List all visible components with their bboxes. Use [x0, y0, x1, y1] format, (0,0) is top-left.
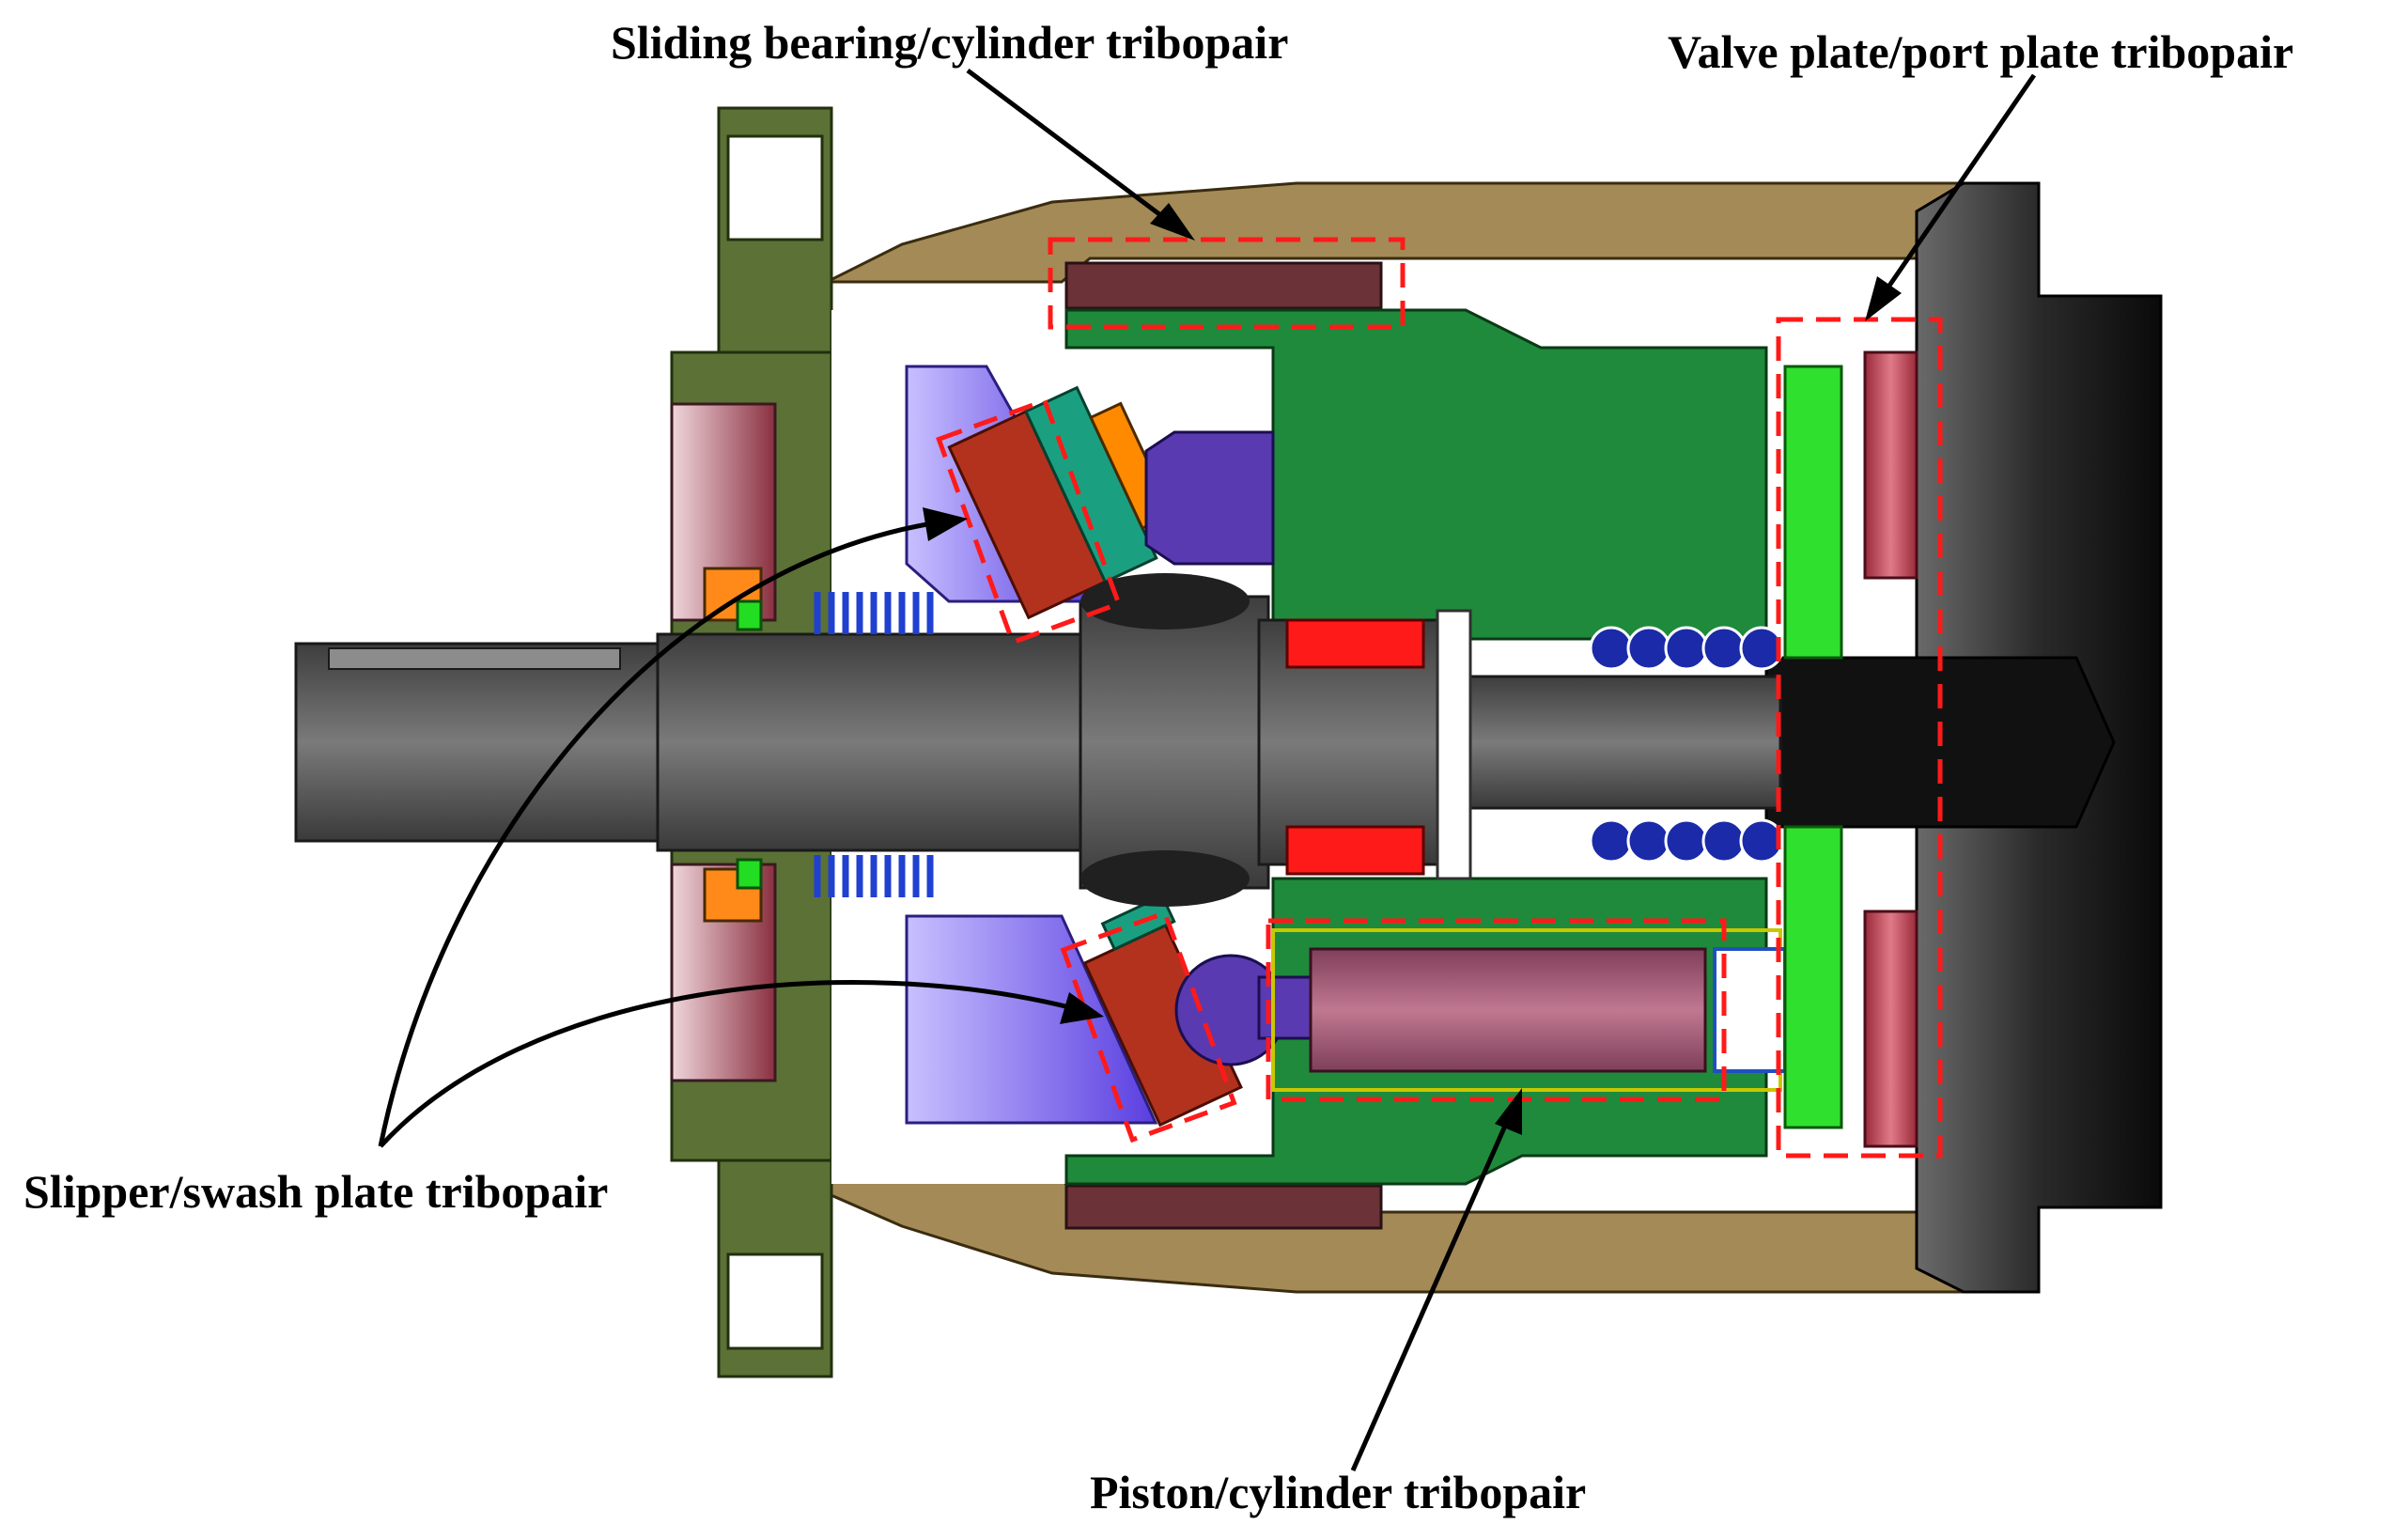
arrow-sliding-bearing — [966, 69, 1176, 227]
spherical-bushing-lower — [1080, 850, 1250, 907]
key-upper — [1285, 618, 1425, 669]
port-plate-upper — [1863, 350, 1918, 580]
valve-plate-lower — [1783, 825, 1843, 1129]
spring-seat-lower — [736, 858, 763, 890]
arrow-slipper-swash-upper — [378, 519, 945, 1147]
arrow-piston-cylinder — [1350, 1107, 1515, 1472]
arrow-valve-plate — [1876, 73, 2037, 303]
housing-upper-shell — [826, 181, 1965, 284]
arrow-sliding-bearing-head — [1150, 203, 1195, 241]
spring-upper — [814, 592, 934, 634]
shaft-rear — [1440, 675, 1782, 810]
flange-lower-hole — [726, 1252, 824, 1350]
label-sliding-bearing-tribopair: Sliding bearing/cylinder tribopair — [611, 16, 1288, 69]
shaft-input-end — [294, 642, 669, 843]
swash-plate-lower — [905, 914, 1158, 1125]
key-lower — [1285, 825, 1425, 876]
sliding-bearing-lower — [1064, 1184, 1383, 1230]
arrow-slipper-swash-lower — [379, 980, 1081, 1148]
arrow-valve-plate-head — [1865, 276, 1902, 321]
arrow-slipper-swash-lower-head — [1060, 992, 1104, 1024]
label-piston-cylinder-tribopair: Piston/cylinder tribopair — [1090, 1466, 1586, 1518]
piston-lower-body — [1309, 947, 1707, 1073]
valve-plate-tribopair-box — [1776, 317, 1943, 1159]
slipper-swash-tribopair-box-lower — [1060, 910, 1237, 1143]
shaft-collar — [1079, 595, 1270, 890]
seal-ring-lower — [703, 867, 763, 923]
spring-lower — [814, 855, 934, 897]
arrow-slipper-swash-upper-head — [923, 507, 968, 541]
piston-cylinder-tribopair-box — [1266, 918, 1727, 1102]
piston-upper-neck — [1144, 430, 1275, 566]
flange-upper-hole — [726, 134, 824, 241]
slipper-swash-tribopair-box-upper — [936, 397, 1122, 646]
spherical-bushing-upper — [1080, 573, 1250, 630]
port-plate-lower — [1863, 910, 1918, 1148]
shaft-keyway — [328, 647, 621, 670]
label-valve-plate-tribopair: Valve plate/port plate tribopair — [1668, 25, 2293, 78]
sliding-bearing-upper — [1064, 261, 1383, 310]
sliding-bearing-tribopair-box — [1048, 237, 1406, 330]
shaft-middle — [656, 632, 1092, 852]
label-slipper-swash-tribopair: Slipper/swash plate tribopair — [23, 1165, 608, 1218]
spring-seat-upper — [736, 599, 763, 631]
callout-arrows — [378, 69, 2037, 1472]
center-spring-balls-lower — [1589, 818, 1784, 863]
arrow-piston-cylinder-head — [1495, 1088, 1522, 1135]
valve-plate-upper — [1783, 365, 1843, 660]
retainer-plate — [1436, 609, 1472, 880]
center-spring-balls-upper — [1589, 626, 1784, 671]
drive-shaft — [294, 595, 1782, 890]
pump-housing — [825, 181, 1965, 1294]
